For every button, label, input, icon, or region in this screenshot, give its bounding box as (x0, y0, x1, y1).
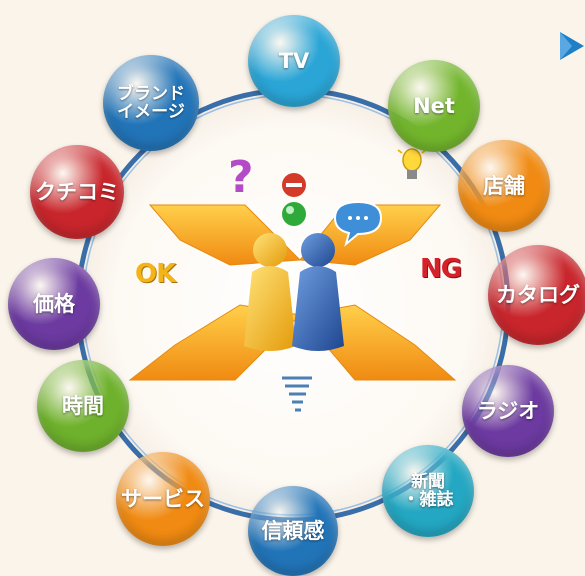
person-figure-blue (292, 233, 344, 351)
bubble-2: 店舗 (458, 140, 550, 232)
bubble-5: 新聞 ・雑誌 (382, 445, 474, 537)
speech-bubble-icon (333, 200, 383, 247)
bubble-9: 価格 (8, 258, 100, 350)
bubble-4: ラジオ (462, 365, 554, 457)
svg-text:?: ? (228, 152, 254, 203)
ng-label: NG (420, 254, 462, 284)
bubble-1: Net (388, 60, 480, 152)
bubble-11: ブランド イメージ (103, 55, 199, 151)
bubble-3: カタログ (488, 245, 585, 345)
person-figure-yellow (244, 233, 296, 351)
bubble-7: サービス (116, 452, 210, 546)
bubble-0: TV (248, 15, 340, 107)
ok-label: OK (135, 259, 176, 289)
tornado-icon (282, 376, 312, 412)
green-signal-icon (282, 202, 306, 226)
bubble-10: クチコミ (30, 145, 124, 239)
question-mark-icon: ? (228, 152, 254, 203)
bubble-8: 時間 (37, 360, 129, 452)
bubble-6: 信頼感 (248, 486, 338, 576)
play-arrow-icon (560, 32, 584, 60)
minus-signal-icon (282, 173, 306, 197)
